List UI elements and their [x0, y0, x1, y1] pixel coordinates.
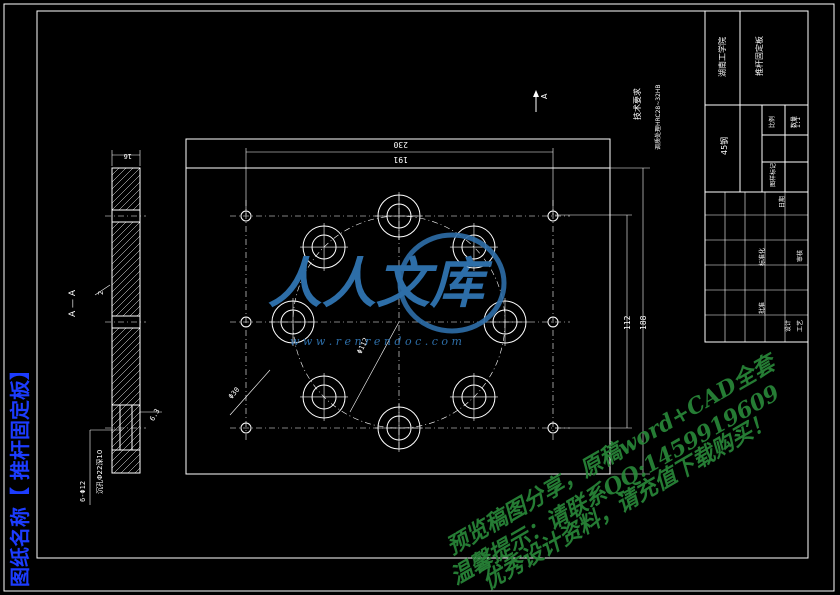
- outer-frame: [3, 3, 835, 592]
- tb-drawing-no: 图样标记: [769, 163, 777, 187]
- hatching: [111, 167, 141, 474]
- dim-overall-width: 230: [393, 140, 408, 149]
- tb-material: 45钢: [719, 137, 729, 155]
- dim-height-outer: 188: [639, 315, 648, 330]
- section-view: 16 2 6.3 6-Φ12 沉孔Φ22深10 A — A: [68, 150, 162, 505]
- vertical-title: 图纸名称【 推杆固定板】: [8, 360, 32, 587]
- section-marker-label: A: [540, 93, 549, 99]
- dim-small-hole: Φ30: [227, 386, 241, 401]
- pattern-hole: [449, 372, 498, 421]
- tb-designer: 设计: [784, 320, 792, 332]
- watermark-logo-text: 人人文库: [268, 251, 493, 315]
- pattern-hole: [300, 223, 349, 272]
- dim-height-inner: 112: [623, 315, 632, 330]
- pattern-hole: [375, 192, 423, 240]
- pattern-hole: [375, 404, 423, 452]
- section-marker: A: [533, 90, 549, 112]
- tb-date: 日期: [778, 196, 786, 208]
- watermark-logo: 人人文库 w w w . r e n r e n d o c . c o m: [268, 232, 507, 348]
- notes-body: 调质处理HRC28~32HB: [654, 85, 662, 151]
- title-block: 湖南工学院 推杆固定板 45钢 比例 数量 1:1 图样标记 设计 审核 工艺 …: [704, 10, 809, 343]
- pattern-hole: [300, 372, 349, 421]
- tb-part-name: 推杆固定板: [754, 36, 764, 76]
- tb-scale-value: 1:1: [795, 117, 802, 128]
- section-label: A — A: [68, 289, 78, 317]
- tb-checker: 审核: [796, 250, 804, 262]
- corner-holes: [240, 210, 559, 434]
- tb-scale-label: 比例: [768, 116, 776, 128]
- tb-school: 湖南工学院: [717, 37, 727, 77]
- dim-thickness: 16: [124, 152, 132, 160]
- title-block-grid: [705, 192, 808, 342]
- pattern-hole: [481, 298, 529, 346]
- dim-hole-span: 191: [393, 155, 408, 164]
- tb-standard: 标准化: [758, 248, 766, 266]
- watermark-line2: 温馨提示：请联系QQ:1459919609: [446, 380, 784, 590]
- hole-callout-a: 6-Φ12: [79, 481, 87, 502]
- notes-title: 技术要求: [632, 88, 642, 120]
- tb-process: 工艺: [796, 320, 804, 332]
- dim-chamfer-a: 2: [97, 291, 105, 295]
- tb-qty-label: 数量: [790, 116, 798, 128]
- tb-approver: 批准: [758, 302, 766, 314]
- hole-callout-b: 沉孔Φ22深10: [95, 450, 104, 494]
- pattern-hole: [269, 298, 317, 346]
- watermark-url: w w w . r e n r e n d o c . c o m: [290, 335, 462, 348]
- dim-chamfer-b: 6.3: [148, 408, 161, 423]
- pattern-holes: [269, 192, 529, 452]
